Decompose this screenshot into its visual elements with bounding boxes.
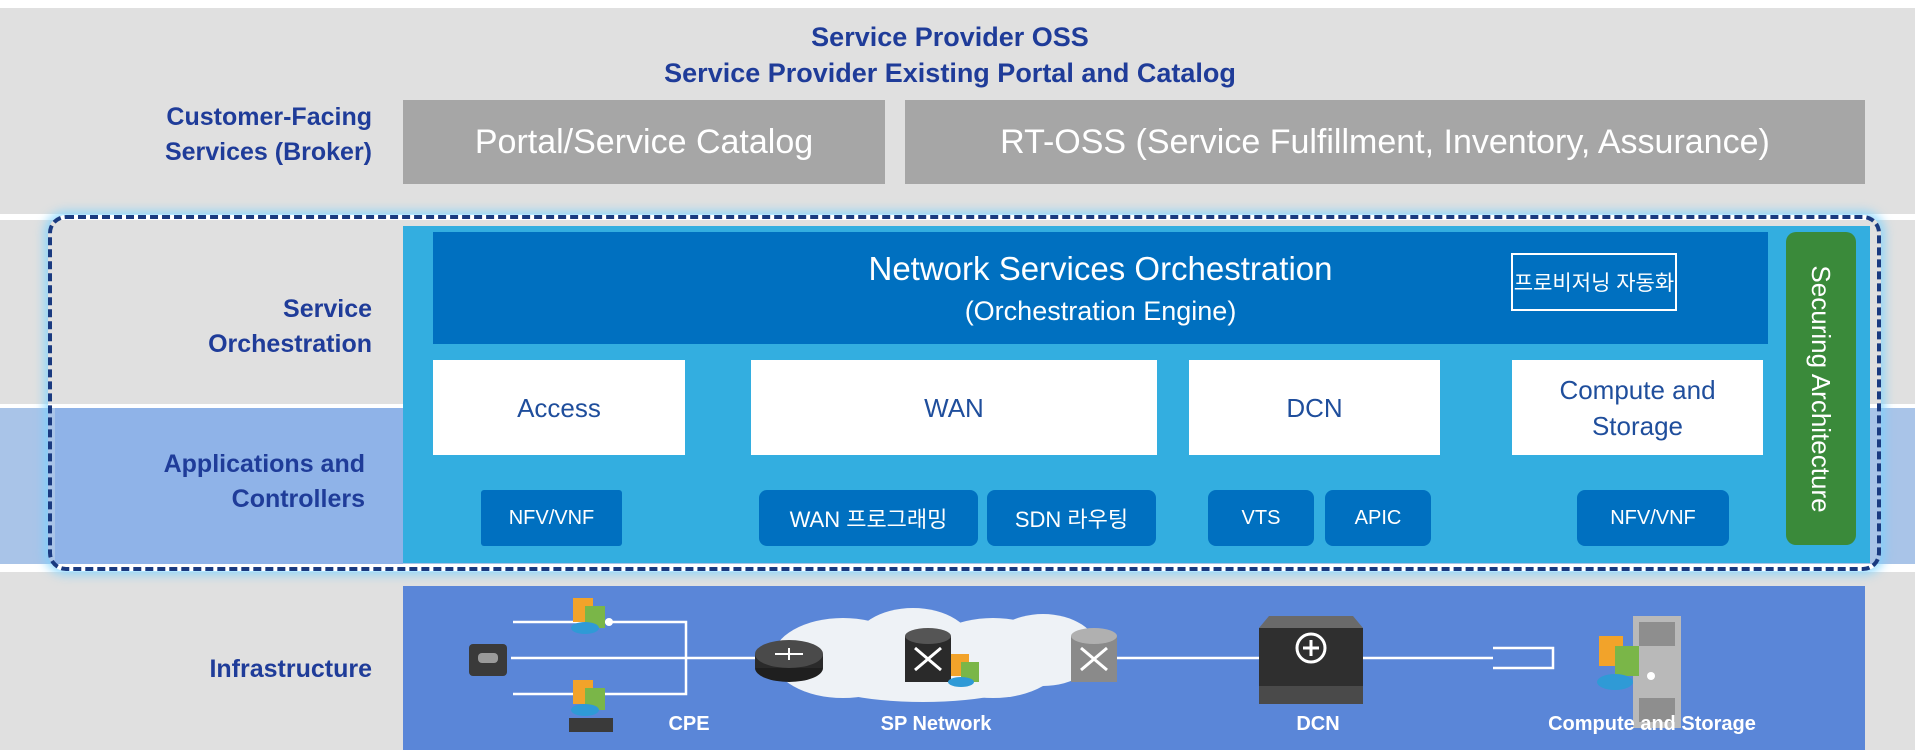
domain-access: Access xyxy=(433,360,685,455)
storage-rack-icon xyxy=(1597,616,1681,728)
infra-label-dcn: DCN xyxy=(1296,713,1340,735)
infrastructure-topology xyxy=(469,598,1681,732)
controller-vts: VTS xyxy=(1208,490,1314,546)
controller-wan-programming: WAN 프로그래밍 xyxy=(759,490,978,546)
row-label-service-orchestration: Service Orchestration xyxy=(208,295,372,358)
orchestration-subtitle: (Orchestration Engine) xyxy=(964,296,1237,326)
server-stack-icon xyxy=(569,680,613,732)
orchestration-title: Network Services Orchestration xyxy=(868,250,1333,287)
server-stack-icon xyxy=(948,654,979,687)
infra-label-compute-storage: Compute and Storage xyxy=(1548,713,1756,735)
switch-icon xyxy=(1071,628,1117,682)
server-stack-icon xyxy=(571,598,613,634)
row-label-applications: Applications and Controllers xyxy=(163,450,365,513)
infra-label-sp-network: SP Network xyxy=(880,713,992,735)
securing-architecture-label: Securing Architecture xyxy=(1806,264,1836,513)
controller-nfv-vnf-left: NFV/VNF xyxy=(481,490,622,546)
dcn-switch-icon xyxy=(1259,616,1363,704)
infra-label-cpe: CPE xyxy=(668,713,710,735)
domain-wan: WAN xyxy=(751,360,1157,455)
controller-apic: APIC xyxy=(1325,490,1431,546)
network-services-orchestration: Network Services Orchestration (Orchestr… xyxy=(433,232,1768,344)
domain-compute-storage: Compute and Storage xyxy=(1512,360,1763,455)
controller-nfv-vnf-right: NFV/VNF xyxy=(1577,490,1729,546)
router-icon xyxy=(755,640,823,682)
provisioning-automation-badge: 프로비저닝 자동화 xyxy=(1511,253,1677,311)
header-title: Service Provider OSS xyxy=(811,22,1089,52)
portal-service-catalog-box: Portal/Service Catalog xyxy=(403,100,885,184)
applications-label-bg xyxy=(55,408,403,564)
row-label-customer-facing: Customer-Facing Services (Broker) xyxy=(164,103,372,166)
controller-sdn-routing: SDN 라우팅 xyxy=(987,490,1156,546)
domain-dcn: DCN xyxy=(1189,360,1440,455)
modem-icon xyxy=(469,644,507,676)
rt-oss-box: RT-OSS (Service Fulfillment, Inventory, … xyxy=(905,100,1865,184)
securing-architecture-bar: Securing Architecture xyxy=(1786,232,1856,545)
header-subtitle: Service Provider Existing Portal and Cat… xyxy=(664,58,1236,88)
switch-icon xyxy=(905,628,951,682)
row-label-infrastructure: Infrastructure xyxy=(209,655,372,683)
